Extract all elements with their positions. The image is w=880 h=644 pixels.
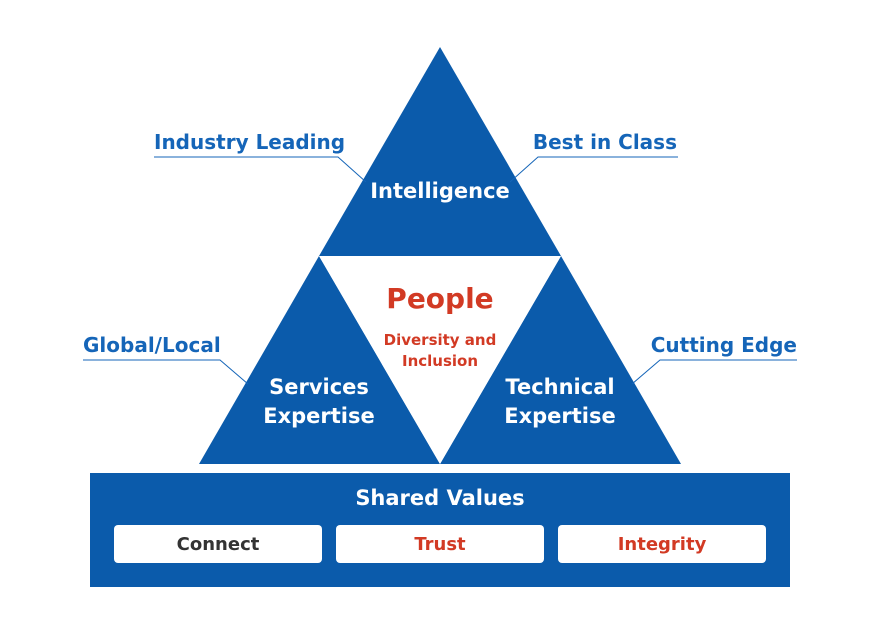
trust-value-label: Trust — [414, 534, 466, 555]
global-local-label: Global/Local — [83, 333, 221, 357]
people-subtitle-line1: Diversity and — [384, 331, 497, 349]
cutting-edge-label: Cutting Edge — [651, 333, 797, 357]
connect-value-box — [114, 525, 322, 563]
technical-label: Technical — [505, 375, 614, 399]
people-triangle — [319, 256, 561, 464]
industry-leading-leader — [154, 156, 367, 183]
best-in-class-label: Best in Class — [533, 130, 677, 154]
integrity-value-box — [558, 525, 766, 563]
industry-leading-label: Industry Leading — [154, 130, 345, 154]
people-subtitle-line2: Inclusion — [402, 352, 478, 370]
integrity-value-label: Integrity — [618, 534, 707, 555]
best-in-class-leader — [509, 156, 678, 183]
technical-expertise-label: Expertise — [504, 404, 616, 428]
services-label: Services — [269, 375, 369, 399]
shared-values-title: Shared Values — [355, 486, 524, 510]
technical-expertise-triangle — [440, 256, 681, 464]
connect-value-label: Connect — [177, 534, 260, 555]
global-local-leader — [83, 359, 249, 385]
intelligence-triangle — [319, 47, 561, 256]
trust-value-box — [336, 525, 544, 563]
cutting-edge-leader — [631, 359, 797, 385]
people-title: People — [386, 282, 493, 315]
services-expertise-triangle — [199, 256, 440, 464]
services-expertise-label: Expertise — [263, 404, 375, 428]
intelligence-label: Intelligence — [370, 179, 510, 203]
